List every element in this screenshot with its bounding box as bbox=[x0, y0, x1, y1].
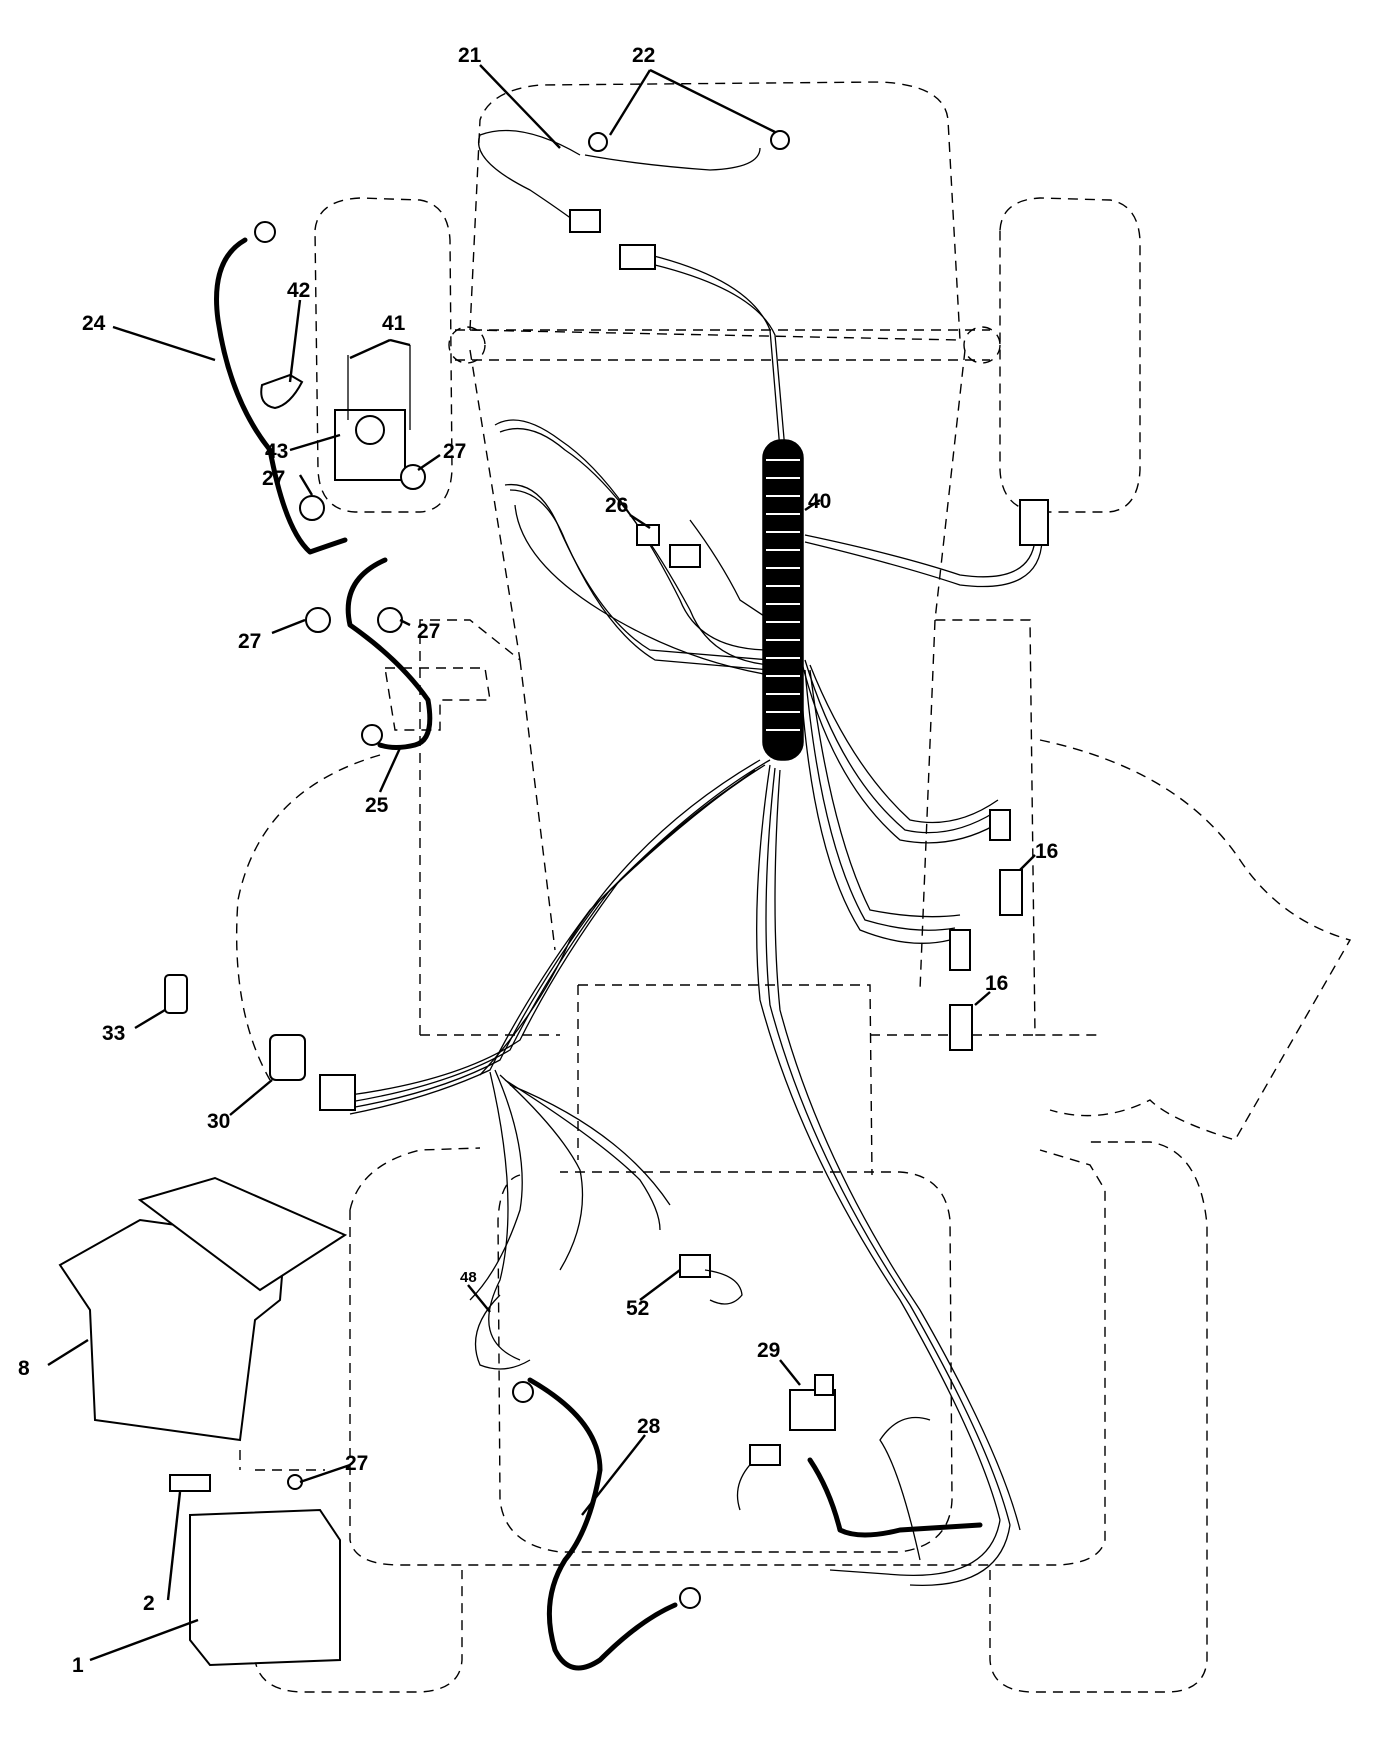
seat-deck bbox=[497, 1171, 953, 1553]
ring-terminal-28-bottom bbox=[679, 1587, 701, 1609]
frame-mid-box bbox=[420, 984, 1040, 1176]
ring-terminal-25 bbox=[361, 724, 383, 746]
connector-21b bbox=[619, 244, 656, 270]
wire-48 bbox=[474, 1294, 531, 1370]
nut-27-c bbox=[305, 607, 331, 633]
boot-42 bbox=[260, 373, 304, 410]
bolt-2 bbox=[169, 1474, 211, 1492]
ignition-plug-30 bbox=[319, 1074, 356, 1111]
left-rear-wheel bbox=[254, 1570, 463, 1693]
right-front-wheel bbox=[999, 197, 1141, 513]
coiled-cord bbox=[807, 1457, 983, 1538]
connector-29 bbox=[749, 1444, 781, 1466]
key-33 bbox=[164, 974, 188, 1014]
callout-28: 28 bbox=[637, 1415, 661, 1438]
callout-41: 41 bbox=[382, 312, 406, 335]
battery-1 bbox=[189, 1508, 341, 1667]
callout-2: 2 bbox=[143, 1592, 155, 1615]
callout-16-a: 16 bbox=[1035, 840, 1058, 863]
ring-terminal-24 bbox=[254, 221, 276, 243]
nut-27-b bbox=[400, 464, 426, 490]
callout-40: 40 bbox=[808, 490, 831, 513]
connector-26b bbox=[669, 544, 701, 568]
bulb-22-left bbox=[588, 132, 608, 152]
leaders bbox=[47, 64, 1036, 1662]
callout-52: 52 bbox=[626, 1297, 649, 1320]
headlight-harness bbox=[478, 129, 761, 226]
callout-42: 42 bbox=[287, 279, 310, 302]
rear-body bbox=[349, 1147, 1106, 1566]
callout-27-b: 27 bbox=[443, 440, 466, 463]
connector-21 bbox=[569, 209, 601, 233]
solenoid-box bbox=[384, 667, 491, 731]
right-pivot bbox=[963, 326, 1001, 364]
callout-1: 1 bbox=[72, 1654, 84, 1677]
front-axle-outline bbox=[455, 329, 990, 361]
callout-22: 22 bbox=[632, 44, 655, 67]
right-rear-wheel bbox=[989, 1141, 1208, 1693]
left-front-wheel bbox=[314, 197, 453, 513]
nut-27-d bbox=[377, 607, 403, 633]
callout-48: 48 bbox=[460, 1269, 477, 1286]
callout-8: 8 bbox=[18, 1357, 30, 1380]
connector-16b-mate bbox=[949, 929, 971, 971]
loom-40 bbox=[762, 439, 804, 761]
frame-left-rail bbox=[419, 349, 556, 1035]
frame-right-rail bbox=[919, 349, 1100, 1036]
callout-21: 21 bbox=[458, 44, 482, 67]
switch-29 bbox=[789, 1389, 836, 1431]
ignition-switch-30 bbox=[269, 1034, 306, 1081]
callout-24: 24 bbox=[82, 312, 106, 335]
cable-25 bbox=[345, 557, 433, 750]
cable-24 bbox=[214, 237, 348, 555]
callout-29: 29 bbox=[757, 1339, 780, 1362]
callouts: 21 22 24 42 41 43 27 27 27 27 25 26 40 1… bbox=[18, 44, 1058, 1677]
callout-16-b: 16 bbox=[985, 972, 1008, 995]
switch-16b bbox=[949, 1004, 973, 1051]
callout-27-a: 27 bbox=[262, 467, 285, 490]
callout-25: 25 bbox=[365, 794, 389, 817]
callout-33: 33 bbox=[102, 1022, 125, 1045]
connector-right-top bbox=[1019, 499, 1049, 546]
battery-tray-support bbox=[239, 1340, 325, 1471]
callout-27-d: 27 bbox=[417, 620, 440, 643]
main-harness bbox=[349, 254, 1043, 1586]
connector-16a-mate bbox=[989, 809, 1011, 841]
callout-26: 26 bbox=[605, 494, 628, 517]
ring-terminal-28-top bbox=[512, 1381, 534, 1403]
connector-26a bbox=[636, 524, 660, 546]
callout-30: 30 bbox=[207, 1110, 230, 1133]
hood-outline bbox=[469, 81, 961, 341]
callout-27-c: 27 bbox=[238, 630, 261, 653]
left-fender-outline bbox=[235, 754, 381, 1081]
nut-27-a bbox=[299, 495, 325, 521]
callout-27-e: 27 bbox=[345, 1452, 368, 1475]
connector-52 bbox=[679, 1254, 711, 1278]
bulb-22-right bbox=[770, 130, 790, 150]
right-fender-outline bbox=[1039, 739, 1352, 1141]
left-pivot bbox=[448, 326, 486, 364]
switch-16a bbox=[999, 869, 1023, 916]
battery-box-lid bbox=[137, 1176, 348, 1292]
cable-28 bbox=[527, 1377, 678, 1671]
cables bbox=[214, 237, 678, 1671]
parts bbox=[58, 129, 1049, 1667]
nut-27-e bbox=[287, 1474, 303, 1490]
callout-43: 43 bbox=[265, 440, 288, 463]
